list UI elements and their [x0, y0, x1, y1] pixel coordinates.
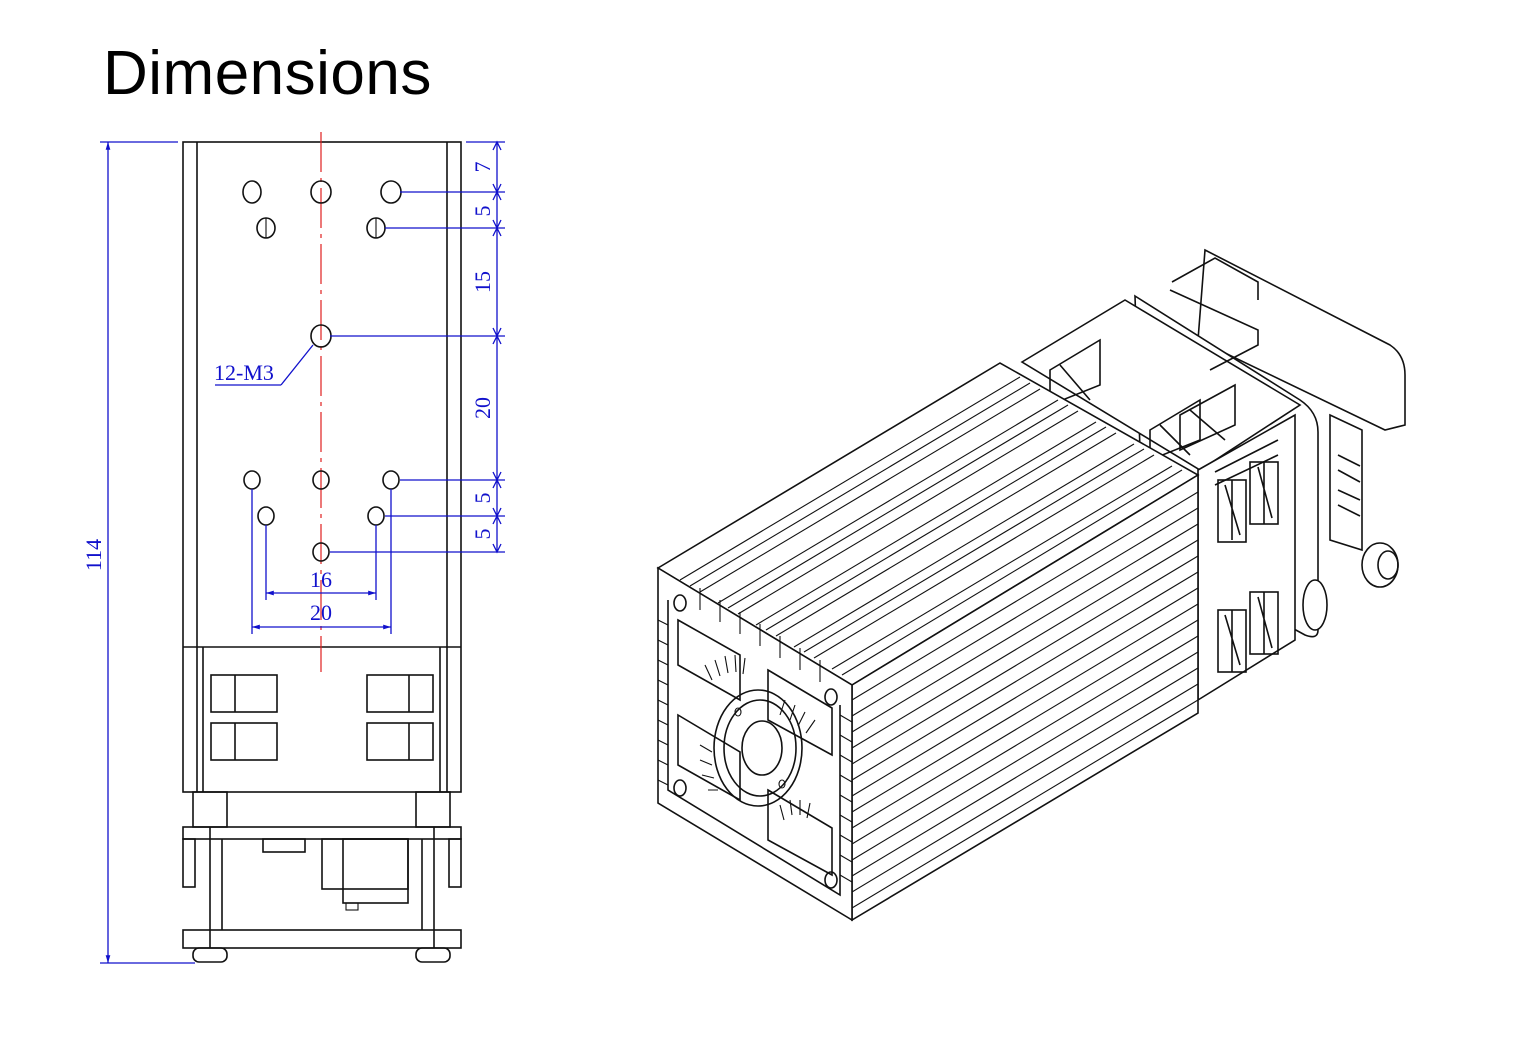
- heatsink-front-face: [657, 566, 853, 922]
- front-view: 114 7 5 15 20: [81, 132, 505, 964]
- heatsink-side-fins: [851, 491, 1199, 909]
- heatsink-outline: [182, 141, 462, 793]
- dim-16-label: 16: [310, 567, 332, 592]
- dimension-horizontal: 16 20: [251, 489, 392, 634]
- vent-slots: [210, 674, 434, 761]
- dim-20h-label: 20: [310, 600, 332, 625]
- heatsink-top-fins: [679, 376, 1183, 676]
- hole-callout-label: 12-M3: [214, 360, 274, 385]
- hole-callout: 12-M3: [214, 344, 314, 386]
- dim-20v-label: 20: [470, 397, 495, 419]
- page-title: Dimensions: [103, 39, 432, 108]
- dim-15-label: 15: [470, 271, 495, 293]
- dimension-overall-height: 114: [81, 141, 195, 964]
- dim-5b-label: 5: [470, 493, 495, 504]
- fan-assembly: [1020, 248, 1406, 702]
- dim-5c-label: 5: [470, 529, 495, 540]
- isometric-view: [656, 248, 1406, 922]
- dim-7-label: 7: [470, 162, 495, 173]
- dim-5a-label: 5: [470, 206, 495, 217]
- dimension-chain-right: 7 5 15 20 5 5: [330, 140, 505, 554]
- dim-114-label: 114: [81, 539, 106, 571]
